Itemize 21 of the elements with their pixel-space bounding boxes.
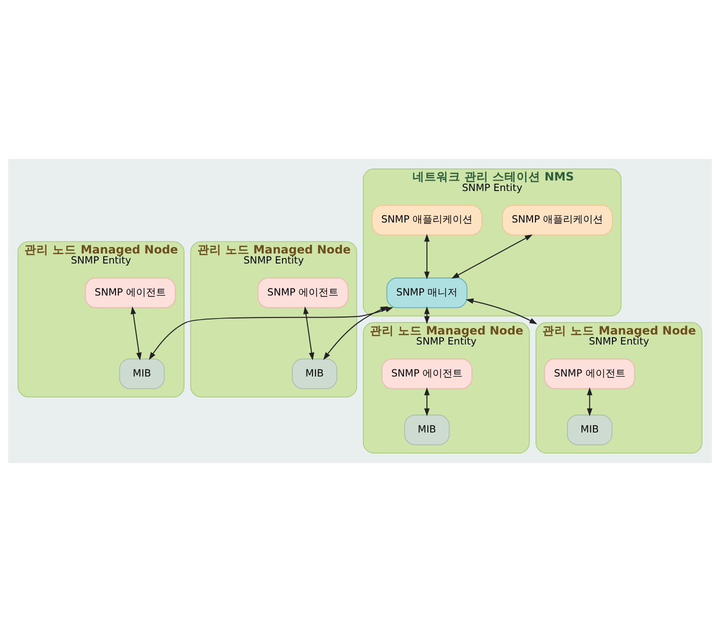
arrow [586,387,592,416]
node-box: MIB [404,414,450,446]
node-box: MIB [566,414,612,446]
node-box: MIB [292,358,338,390]
node-box: SNMP 매니저 [386,278,468,308]
arrow [424,306,430,324]
node-box: SNMP 에이전트 [544,358,636,390]
node-box: MIB [119,358,165,390]
arrow [451,234,533,279]
node-box: SNMP 애플리케이션 [372,204,482,236]
arrow [130,306,142,360]
arrow [466,298,538,324]
node-box: SNMP 애플리케이션 [502,204,613,236]
arrow [148,307,394,360]
arrow [303,306,314,360]
arrow [424,234,430,280]
node-box: SNMP 에이전트 [84,278,176,308]
arrow [323,306,388,360]
node-box: SNMP 에이전트 [381,358,472,390]
node-box: SNMP 에이전트 [258,278,348,308]
arrow [424,387,430,416]
